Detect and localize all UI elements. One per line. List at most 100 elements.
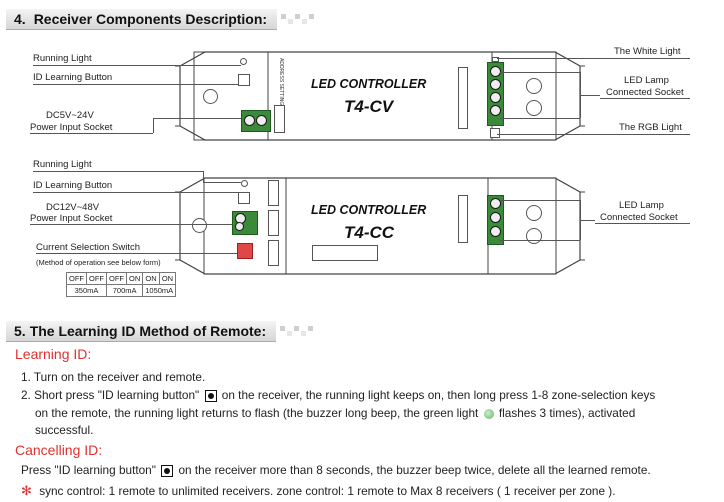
current-table-cell: OFF (106, 272, 127, 285)
cv-output-screw-2 (490, 79, 501, 90)
learning-step-2-line-2: on the remote, the running light returns… (35, 406, 635, 420)
cv-rgb-light (490, 128, 500, 138)
current-table-switch-row: OFF OFF OFF ON ON ON (66, 272, 177, 285)
current-table-cell: 700mA (105, 284, 144, 297)
section-4-header: 4. Receiver Components Description: (6, 8, 315, 30)
decorative-dots (280, 326, 314, 336)
cv-label-power-socket: Power Input Socket (30, 122, 113, 133)
current-table-cell: OFF (86, 272, 107, 285)
id-button-icon (204, 389, 217, 402)
cc-leader-id (33, 192, 208, 193)
sync-note: ✻ sync control: 1 remote to unlimited re… (21, 483, 616, 499)
mount-hole-right (526, 78, 542, 94)
cc-leader-socket (595, 223, 690, 224)
cc-address-box (268, 180, 279, 206)
cv-leader-socket-a (500, 72, 580, 73)
cv-power-screw-2 (256, 115, 267, 126)
cv-leader-power-v (153, 118, 154, 133)
cc-current-box (268, 240, 279, 266)
cc-output-label-box (458, 195, 468, 243)
current-table-cell: 350mA (66, 284, 107, 297)
cv-running-light (240, 58, 247, 65)
t4-cv-housing (175, 51, 585, 141)
current-table-cell: OFF (66, 272, 87, 285)
cv-output-label-box (458, 67, 468, 129)
green-light-icon (483, 408, 494, 419)
learning-step-2-line-1: 2. Short press "ID learning button" on t… (21, 388, 655, 402)
cv-leader-running (33, 65, 241, 66)
section-5-header: 5. The Learning ID Method of Remote: (6, 320, 314, 342)
current-table-cell: ON (142, 272, 160, 285)
cv-label-led-lamp: LED Lamp (624, 75, 669, 86)
id-button-icon (161, 464, 174, 477)
cancelling-id-heading: Cancelling ID: (15, 442, 103, 458)
step2-text-d: flashes 3 times), activated (498, 406, 636, 420)
cv-id-button (238, 74, 250, 86)
cc-controller-title: LED CONTROLLER (311, 203, 427, 217)
step2-text-c: on the remote, the running light returns… (35, 406, 479, 420)
cc-leader-socket-a (500, 200, 580, 201)
learning-id-heading: Learning ID: (15, 346, 92, 362)
cancel-text-b: on the receiver more than 8 seconds, the… (178, 463, 651, 477)
cc-controller-model: T4-CC (344, 223, 395, 242)
cc-label-voltage: DC12V~48V (46, 202, 100, 213)
cc-leader-power (30, 224, 232, 225)
cc-power-screw-2 (235, 222, 244, 231)
section-4-title: Receiver Components Description: (33, 10, 268, 27)
cv-output-screw-3 (490, 92, 501, 103)
cv-label-white-light: The White Light (614, 46, 681, 57)
cc-leader-running-h (203, 182, 241, 183)
note-text: sync control: 1 remote to unlimited rece… (39, 484, 616, 498)
cv-leader-white (497, 58, 690, 59)
cc-label-power-socket: Power Input Socket (30, 213, 113, 224)
step2-text-a: 2. Short press "ID learning button" (21, 388, 200, 402)
current-table-cell: ON (158, 272, 177, 285)
cv-leader-power-h (153, 118, 241, 119)
cv-label-voltage: DC5V~24V (46, 110, 94, 121)
cc-power-box (268, 210, 279, 236)
section-5-number: 5. (14, 322, 26, 339)
cv-controller-title: LED CONTROLLER (311, 77, 427, 91)
cc-label-current-switch: Current Selection Switch (36, 242, 141, 253)
cc-current-switch (237, 243, 253, 259)
cc-output-screw-3 (490, 226, 501, 237)
mount-hole-left (203, 89, 218, 104)
cv-label-id-button: ID Learning Button (33, 72, 113, 83)
cc-leader-socket-b (500, 240, 580, 241)
section-4-number: 4. (14, 10, 26, 27)
cv-output-screw-1 (490, 66, 501, 77)
cc-mini-table (312, 245, 378, 261)
note-asterisk-icon: ✻ (21, 483, 32, 498)
cc-mount-hole-left (192, 218, 207, 233)
section-5-title-bar: 5. The Learning ID Method of Remote: (6, 320, 277, 342)
cv-controller-model: T4-CV (344, 97, 394, 116)
cc-leader-running-v (203, 171, 204, 182)
learning-step-2-line-3: successful. (35, 423, 94, 437)
cv-leader-id (33, 84, 238, 85)
step2-text-b: on the receiver, the running light keeps… (221, 388, 656, 402)
cc-output-screw-2 (490, 212, 501, 223)
cv-output-screw-4 (490, 105, 501, 116)
cc-leader-id-2 (208, 192, 238, 198)
current-table-cell: ON (125, 272, 144, 285)
cc-label-method-note: (Method of operation see below form) (36, 258, 161, 267)
cv-leader-power (30, 133, 153, 134)
current-table-cell: 1050mA (142, 284, 177, 297)
cv-leader-socket-b (500, 118, 580, 119)
cc-label-id-button: ID Learning Button (33, 180, 113, 191)
cv-power-label-box (274, 105, 285, 133)
cc-leader-socket-c (580, 220, 595, 221)
cc-mount-hole-right-2 (526, 228, 542, 244)
cv-label-connected-socket: Connected Socket (606, 87, 684, 98)
cv-label-running-light: Running Light (33, 53, 92, 64)
cc-mount-hole-right (526, 205, 542, 221)
cv-leader-socket-c (580, 95, 600, 96)
cc-leader-running (33, 171, 203, 172)
section-5-title: The Learning ID Method of Remote: (29, 322, 267, 339)
cc-label-connected-socket: Connected Socket (600, 212, 678, 223)
cancel-instruction: Press "ID learning button" on the receiv… (21, 463, 651, 477)
cancel-text-a: Press "ID learning button" (21, 463, 156, 477)
cc-output-screw-1 (490, 198, 501, 209)
cv-address-text: ADDRESS SETTING (278, 58, 284, 106)
cc-label-led-lamp: LED Lamp (619, 200, 664, 211)
